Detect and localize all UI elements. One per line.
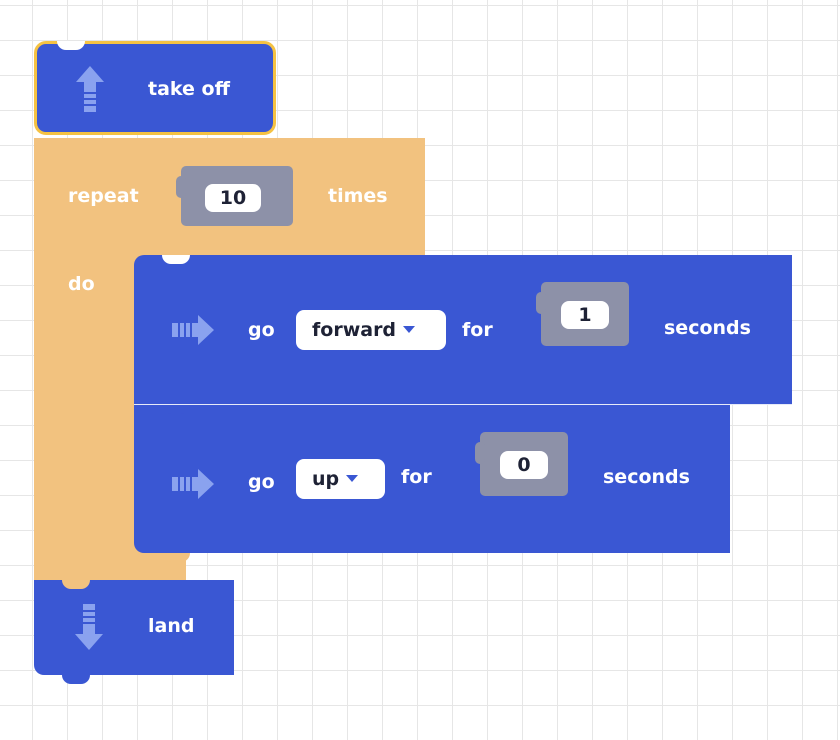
arrow-up-icon — [76, 66, 104, 112]
land-label: land — [148, 615, 195, 637]
direction-value: forward — [312, 319, 397, 341]
go-label: go — [248, 319, 275, 341]
direction-dropdown[interactable]: up — [296, 459, 385, 499]
seconds-label: seconds — [664, 317, 751, 339]
direction-value: up — [312, 468, 340, 490]
arrow-right-icon — [172, 469, 214, 499]
seconds-socket: 1 — [536, 282, 629, 346]
block-connector — [62, 675, 90, 684]
go-label: go — [248, 471, 275, 493]
seconds-label: seconds — [603, 466, 690, 488]
seconds-socket: 0 — [475, 432, 568, 496]
takeoff-label: take off — [148, 78, 230, 100]
takeoff-block[interactable]: take off — [34, 41, 276, 135]
arrow-right-icon — [172, 315, 214, 345]
seconds-input[interactable]: 0 — [500, 451, 548, 479]
arrow-down-icon — [75, 604, 103, 650]
repeat-count-input[interactable]: 10 — [205, 184, 261, 212]
block-notch — [162, 255, 190, 264]
for-label: for — [401, 466, 432, 488]
block-connector — [162, 405, 190, 414]
do-label: do — [68, 273, 95, 295]
block-connector — [162, 553, 190, 562]
socket-connector — [536, 292, 546, 314]
land-block[interactable]: land — [34, 580, 234, 684]
seconds-input[interactable]: 1 — [561, 301, 609, 329]
socket-connector — [176, 176, 186, 198]
chevron-down-icon — [403, 326, 416, 333]
chevron-down-icon — [346, 475, 359, 482]
block-notch — [57, 41, 85, 50]
block-notch — [62, 580, 90, 589]
direction-dropdown[interactable]: forward — [296, 310, 446, 350]
block-separator — [134, 404, 792, 405]
times-label: times — [328, 185, 388, 207]
repeat-count-socket: 10 — [176, 166, 293, 226]
socket-connector — [475, 442, 485, 464]
go-block-up[interactable]: go up for 0 seconds — [134, 405, 730, 562]
go-block-forward[interactable]: go forward for 1 seconds — [134, 255, 792, 404]
for-label: for — [462, 319, 493, 341]
repeat-label: repeat — [68, 185, 139, 207]
